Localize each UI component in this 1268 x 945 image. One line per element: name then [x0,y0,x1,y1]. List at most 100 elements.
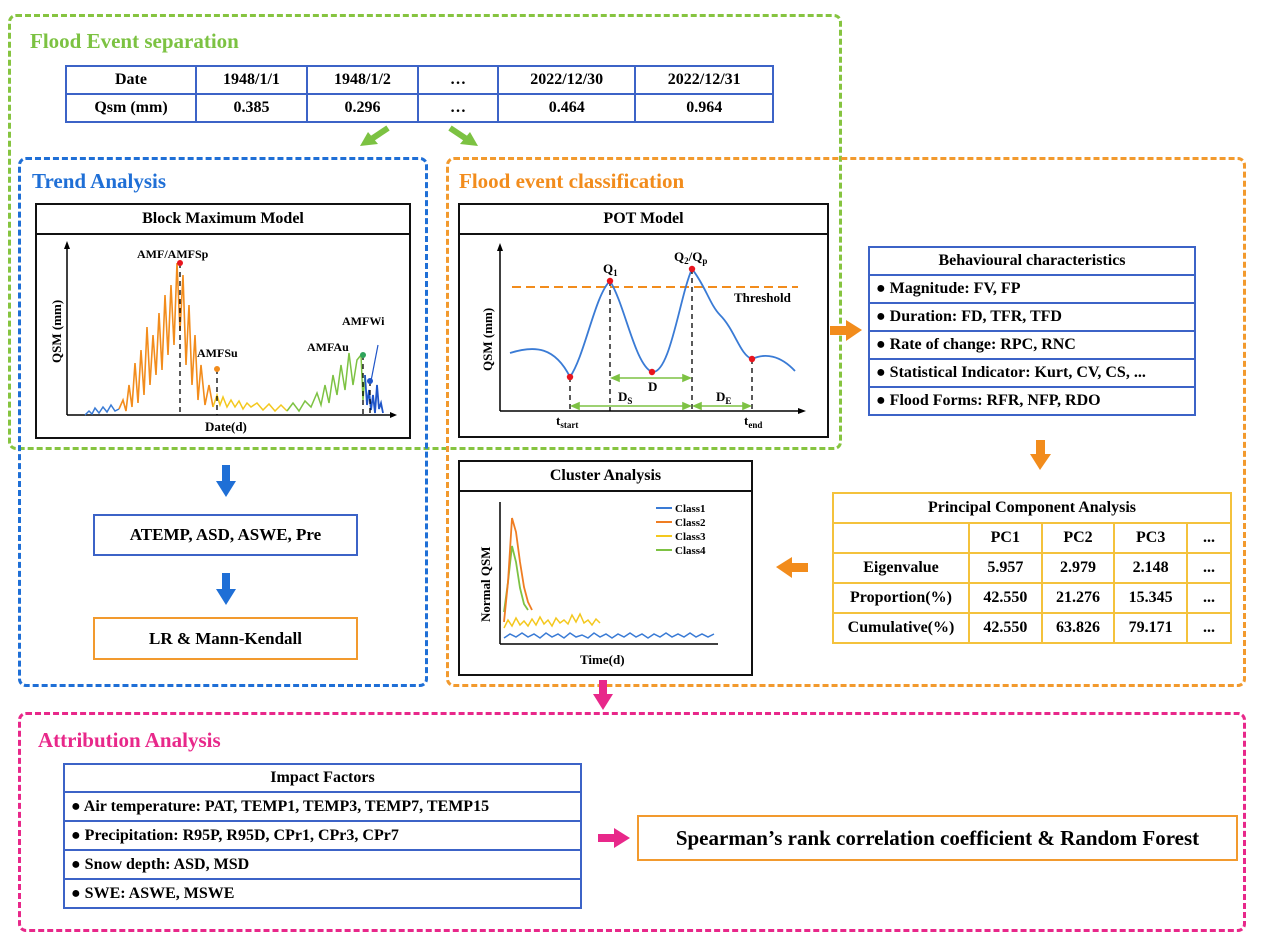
table-cell: 2022/12/30 [496,65,637,95]
green-arrow-left-icon [360,125,390,146]
list-item: ● Duration: FD, TFR, TFD [868,302,1196,332]
x-axis-label: Time(d) [580,652,625,667]
table-cell: 2.979 [1040,552,1116,584]
blue-arrow-down-icon [216,573,236,605]
trend-analysis-frame [18,157,428,687]
series-class1 [503,632,715,639]
table-cell: ... [1186,582,1232,614]
table-row: Eigenvalue 5.957 2.979 2.148 ... [832,552,1232,584]
table-cell: 2022/12/31 [634,65,774,95]
qsm-table: Date 1948/1/1 1948/1/2 … 2022/12/30 2022… [65,65,774,123]
qsm-table-header: Date 1948/1/1 1948/1/2 … 2022/12/30 2022… [65,65,774,95]
end-marker [748,355,756,363]
y-axis-label: Normal QSM [478,547,493,622]
pink-arrow-right-icon [598,828,630,848]
block-maximum-panel: Block Maximum Model AMF/AMFSp AMFSu AMFA… [35,203,411,439]
list-item: ● Rate of change: RPC, RNC [868,330,1196,360]
pot-model-title: POT Model [460,205,827,235]
cluster-legend: Class1 Class2 Class3 Class4 [656,503,706,557]
table-cell: 79.171 [1113,612,1188,644]
table-row: Cumulative(%) 42.550 63.826 79.171 ... [832,612,1232,644]
orange-arrow-down-icon [1030,440,1051,470]
table-cell: 42.550 [968,582,1043,614]
table-cell: ... [1186,522,1232,554]
legend-class3: Class3 [675,531,706,543]
pink-arrow-down-icon [593,680,613,710]
pot-model-panel: POT Model Threshold Q1 Q2/Qp [458,203,829,438]
q1-marker [606,277,614,285]
flood-classification-frame [446,157,1246,687]
tstart-label: tstart [556,413,578,430]
table-cell: 21.276 [1040,582,1116,614]
table-cell: Date [65,65,197,95]
table-cell: ... [1186,612,1232,644]
trend-methods-box: LR & Mann-Kendall [93,617,358,660]
table-cell: Qsm (mm) [65,93,197,123]
series-blue-late [364,374,384,414]
table-cell: Cumulative(%) [832,612,970,644]
trend-analysis-title: Trend Analysis [32,169,167,193]
table-cell: … [416,93,499,123]
series-green [286,352,366,413]
table-cell: Proportion(%) [832,582,970,614]
block-maximum-title: Block Maximum Model [37,205,409,235]
table-cell: 0.464 [496,93,637,123]
flood-classification-title: Flood event classification [459,169,685,193]
attribution-analysis-title: Attribution Analysis [38,728,221,752]
behaviour-title: Behavioural characteristics [868,246,1196,276]
amfsu-marker [214,366,220,372]
threshold-label: Threshold [734,290,792,305]
list-item: ● Magnitude: FV, FP [868,274,1196,304]
table-cell: … [416,65,499,95]
list-item: ● Statistical Indicator: Kurt, CV, CS, .… [868,358,1196,388]
series-orange [118,262,214,412]
table-cell: 63.826 [1040,612,1116,644]
q2-qp-label: Q2/Qp [674,249,707,266]
table-cell: ... [1186,552,1232,584]
table-cell: 42.550 [968,612,1043,644]
blue-arrow-down-icon [216,465,236,497]
qsm-table-row: Qsm (mm) 0.385 0.296 … 0.464 0.964 [65,93,774,123]
de-label: DE [716,389,731,406]
legend-class4: Class4 [675,545,706,557]
y-axis-label: QSM (mm) [49,300,64,363]
list-item: ● SWE: ASWE, MSWE [63,878,582,909]
behaviour-table: Behavioural characteristics ● Magnitude:… [868,246,1196,416]
table-cell: 0.296 [305,93,419,123]
list-item: ● Flood Forms: RFR, NFP, RDO [868,386,1196,416]
green-arrow-right-icon [448,125,478,146]
list-item: ● Snow depth: ASD, MSD [63,849,582,880]
cluster-analysis-title: Cluster Analysis [460,462,751,492]
amfau-marker [360,352,366,358]
table-cell: PC1 [968,522,1043,554]
amfau-label: AMFAu [307,340,349,354]
flood-separation-title: Flood Event separation [30,29,239,53]
d-label: D [648,379,657,394]
cluster-analysis-panel: Cluster Analysis Class1 Class2 Class3 Cl… [458,460,753,676]
amf-marker [177,260,183,266]
table-cell: PC2 [1040,522,1116,554]
q2-marker [688,265,696,273]
q1-label: Q1 [603,261,618,278]
x-axis-label: Date(d) [205,419,247,434]
amfsu-label: AMFSu [197,346,238,360]
pca-table: Principal Component Analysis PC1 PC2 PC3… [832,492,1232,644]
table-cell: 2.148 [1113,552,1188,584]
series-class3 [503,612,601,629]
table-cell: Eigenvalue [832,552,970,584]
legend-class2: Class2 [675,517,706,529]
legend-class1: Class1 [675,503,706,515]
orange-arrow-right-icon [830,320,862,341]
interval-arrows [569,373,753,411]
pca-header-row: PC1 PC2 PC3 ... [832,522,1232,554]
series-class2 [503,517,533,623]
start-marker [566,373,574,381]
table-row: Proportion(%) 42.550 21.276 15.345 ... [832,582,1232,614]
cluster-chart: Class1 Class2 Class3 Class4 Time(d) Norm… [478,502,718,667]
table-cell: 1948/1/2 [305,65,419,95]
impact-factors-title: Impact Factors [63,763,582,793]
list-item: ● Air temperature: PAT, TEMP1, TEMP3, TE… [63,791,582,822]
attribution-analysis-frame [18,712,1246,932]
table-cell: 0.964 [634,93,774,123]
